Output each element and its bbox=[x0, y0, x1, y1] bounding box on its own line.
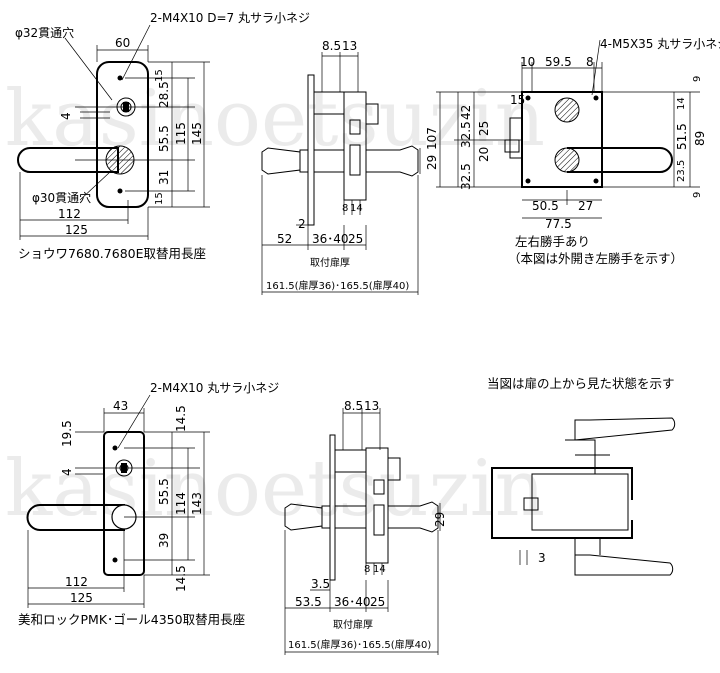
dim-32-5a: 32.5 bbox=[459, 121, 473, 148]
dim-14-5b: 14.5 bbox=[174, 565, 188, 592]
note-left-right: 左右勝手あり bbox=[515, 234, 590, 249]
dim-125: 125 bbox=[65, 223, 88, 237]
dim-13: 13 bbox=[364, 399, 379, 413]
dim-14-5a: 14.5 bbox=[174, 405, 188, 432]
screw-top bbox=[117, 75, 123, 81]
label-total-length: 161.5(扉厚36)･165.5(扉厚40) bbox=[288, 638, 431, 651]
dim-8-5: 8.5 bbox=[322, 39, 341, 53]
lever-handle bbox=[26, 504, 125, 531]
dim-29: 29 bbox=[425, 155, 439, 170]
dim-55-5: 55.5 bbox=[157, 478, 171, 505]
dim-4: 4 bbox=[60, 468, 74, 476]
lever-handle bbox=[17, 147, 119, 173]
dim-31: 31 bbox=[157, 170, 171, 185]
lock-case bbox=[531, 473, 629, 531]
watermark-bottom: kasinoetsuzin bbox=[5, 444, 545, 534]
callout-hole-30: φ30貫通穴 bbox=[32, 190, 91, 205]
dim-39: 39 bbox=[157, 533, 171, 548]
callout-screw: 2-M4X10 D=7 丸サラ小ネジ bbox=[150, 11, 310, 25]
note-top-view: 当図は扉の上から見た状態を示す bbox=[487, 376, 675, 391]
dim-13: 13 bbox=[342, 39, 357, 53]
screw-bottom bbox=[117, 188, 123, 194]
dim-27: 27 bbox=[578, 199, 593, 213]
dim-107: 107 bbox=[425, 127, 439, 150]
dim-15: 15 bbox=[510, 93, 525, 107]
dim-145: 145 bbox=[190, 122, 204, 145]
callout-hole-32: φ32貫通穴 bbox=[15, 25, 74, 40]
lever-handle bbox=[567, 147, 673, 173]
dim-125: 125 bbox=[70, 591, 93, 605]
dim-14: 14 bbox=[373, 564, 386, 575]
dim-4: 4 bbox=[59, 112, 73, 120]
dim-10: 10 bbox=[520, 55, 535, 69]
dim-36-40: 36･40 bbox=[334, 595, 371, 609]
callout-screw-m5: 4-M5X35 丸サラ小ネジ bbox=[600, 37, 720, 51]
dim-112: 112 bbox=[58, 207, 81, 221]
dim-19-5: 19.5 bbox=[60, 420, 74, 447]
callout-screw: 2-M4X10 丸サラ小ネジ bbox=[150, 381, 279, 395]
top-middle-side-view: 8.5 13 29 8 14 2 52 36･40 25 取付扉厚 161.5(… bbox=[261, 39, 439, 295]
caption-showa: ショウワ7680.7680E取替用長座 bbox=[18, 246, 206, 261]
label-total-length: 161.5(扉厚36)･165.5(扉厚40) bbox=[266, 279, 409, 292]
dim-25: 25 bbox=[348, 232, 363, 246]
dim-2: 2 bbox=[298, 217, 306, 231]
top-left-front-view: φ32貫通穴 2-M4X10 D=7 丸サラ小ネジ 60 15 28.5 55.… bbox=[15, 11, 310, 261]
dim-112: 112 bbox=[65, 575, 88, 589]
bottom-middle-side-view: 8.5 13 29 8 14 3.5 53.5 36･40 25 取付扉厚 16… bbox=[284, 399, 447, 655]
dim-59-5: 59.5 bbox=[545, 55, 572, 69]
dim-28-5: 28.5 bbox=[157, 81, 171, 108]
dim-8: 8 bbox=[586, 55, 594, 69]
label-door-thickness: 取付扉厚 bbox=[333, 618, 373, 631]
dim-9b: 9 bbox=[692, 192, 703, 198]
dim-3-5: 3.5 bbox=[311, 577, 330, 591]
dim-55-5: 55.5 bbox=[157, 125, 171, 152]
dim-8-5: 8.5 bbox=[344, 399, 363, 413]
dim-14: 14 bbox=[350, 203, 363, 214]
caption-miwa: 美和ロックPMK･ゴール4350取替用長座 bbox=[18, 612, 245, 627]
dim-115: 115 bbox=[174, 122, 188, 145]
backplate bbox=[96, 61, 149, 208]
door-frame bbox=[520, 467, 633, 539]
lever-right bbox=[365, 145, 419, 177]
lever-right bbox=[387, 501, 439, 533]
dim-14: 14 bbox=[676, 97, 687, 110]
note-outward-left: （本図は外開き左勝手を示す） bbox=[508, 251, 683, 266]
dim-23-5: 23.5 bbox=[676, 160, 687, 182]
door-frame-left bbox=[491, 467, 520, 539]
dim-50-5: 50.5 bbox=[532, 199, 559, 213]
dim-20: 20 bbox=[477, 147, 491, 162]
bottom-left-front-view: 2-M4X10 丸サラ小ネジ 43 19.5 14.5 4 55.5 114 1… bbox=[18, 381, 279, 627]
dim-8: 8 bbox=[364, 564, 370, 575]
dim-53-5: 53.5 bbox=[295, 595, 322, 609]
dim-36-40: 36･40 bbox=[312, 232, 349, 246]
dim-29: 29 bbox=[433, 512, 447, 527]
dim-25: 25 bbox=[370, 595, 385, 609]
dim-43: 43 bbox=[113, 399, 128, 413]
dim-89: 89 bbox=[693, 131, 707, 146]
dim-3: 3 bbox=[538, 551, 546, 565]
spindle-hole bbox=[554, 147, 580, 173]
dim-60: 60 bbox=[115, 36, 130, 50]
dim-15a: 15 bbox=[154, 69, 165, 82]
lever-bottom bbox=[574, 554, 674, 576]
cylinder-hole bbox=[554, 97, 580, 123]
dim-15b: 15 bbox=[154, 192, 165, 205]
top-right-back-view: 4-M5X35 丸サラ小ネジ 10 59.5 8 15 42 107 32.5 … bbox=[425, 37, 720, 266]
dim-114: 114 bbox=[174, 492, 188, 515]
dim-42: 42 bbox=[459, 105, 473, 120]
dim-8: 8 bbox=[342, 203, 348, 214]
dim-9a: 9 bbox=[692, 76, 703, 82]
dim-51-5: 51.5 bbox=[675, 123, 689, 150]
dim-77-5: 77.5 bbox=[545, 217, 572, 231]
dim-143: 143 bbox=[190, 492, 204, 515]
dim-52: 52 bbox=[277, 232, 292, 246]
dim-32-5b: 32.5 bbox=[459, 163, 473, 190]
lever-top bbox=[574, 417, 676, 441]
bottom-right-top-view: 当図は扉の上から見た状態を示す 3 bbox=[487, 376, 676, 576]
lock-body bbox=[343, 91, 367, 201]
dim-25: 25 bbox=[477, 121, 491, 136]
label-door-thickness: 取付扉厚 bbox=[310, 256, 350, 269]
